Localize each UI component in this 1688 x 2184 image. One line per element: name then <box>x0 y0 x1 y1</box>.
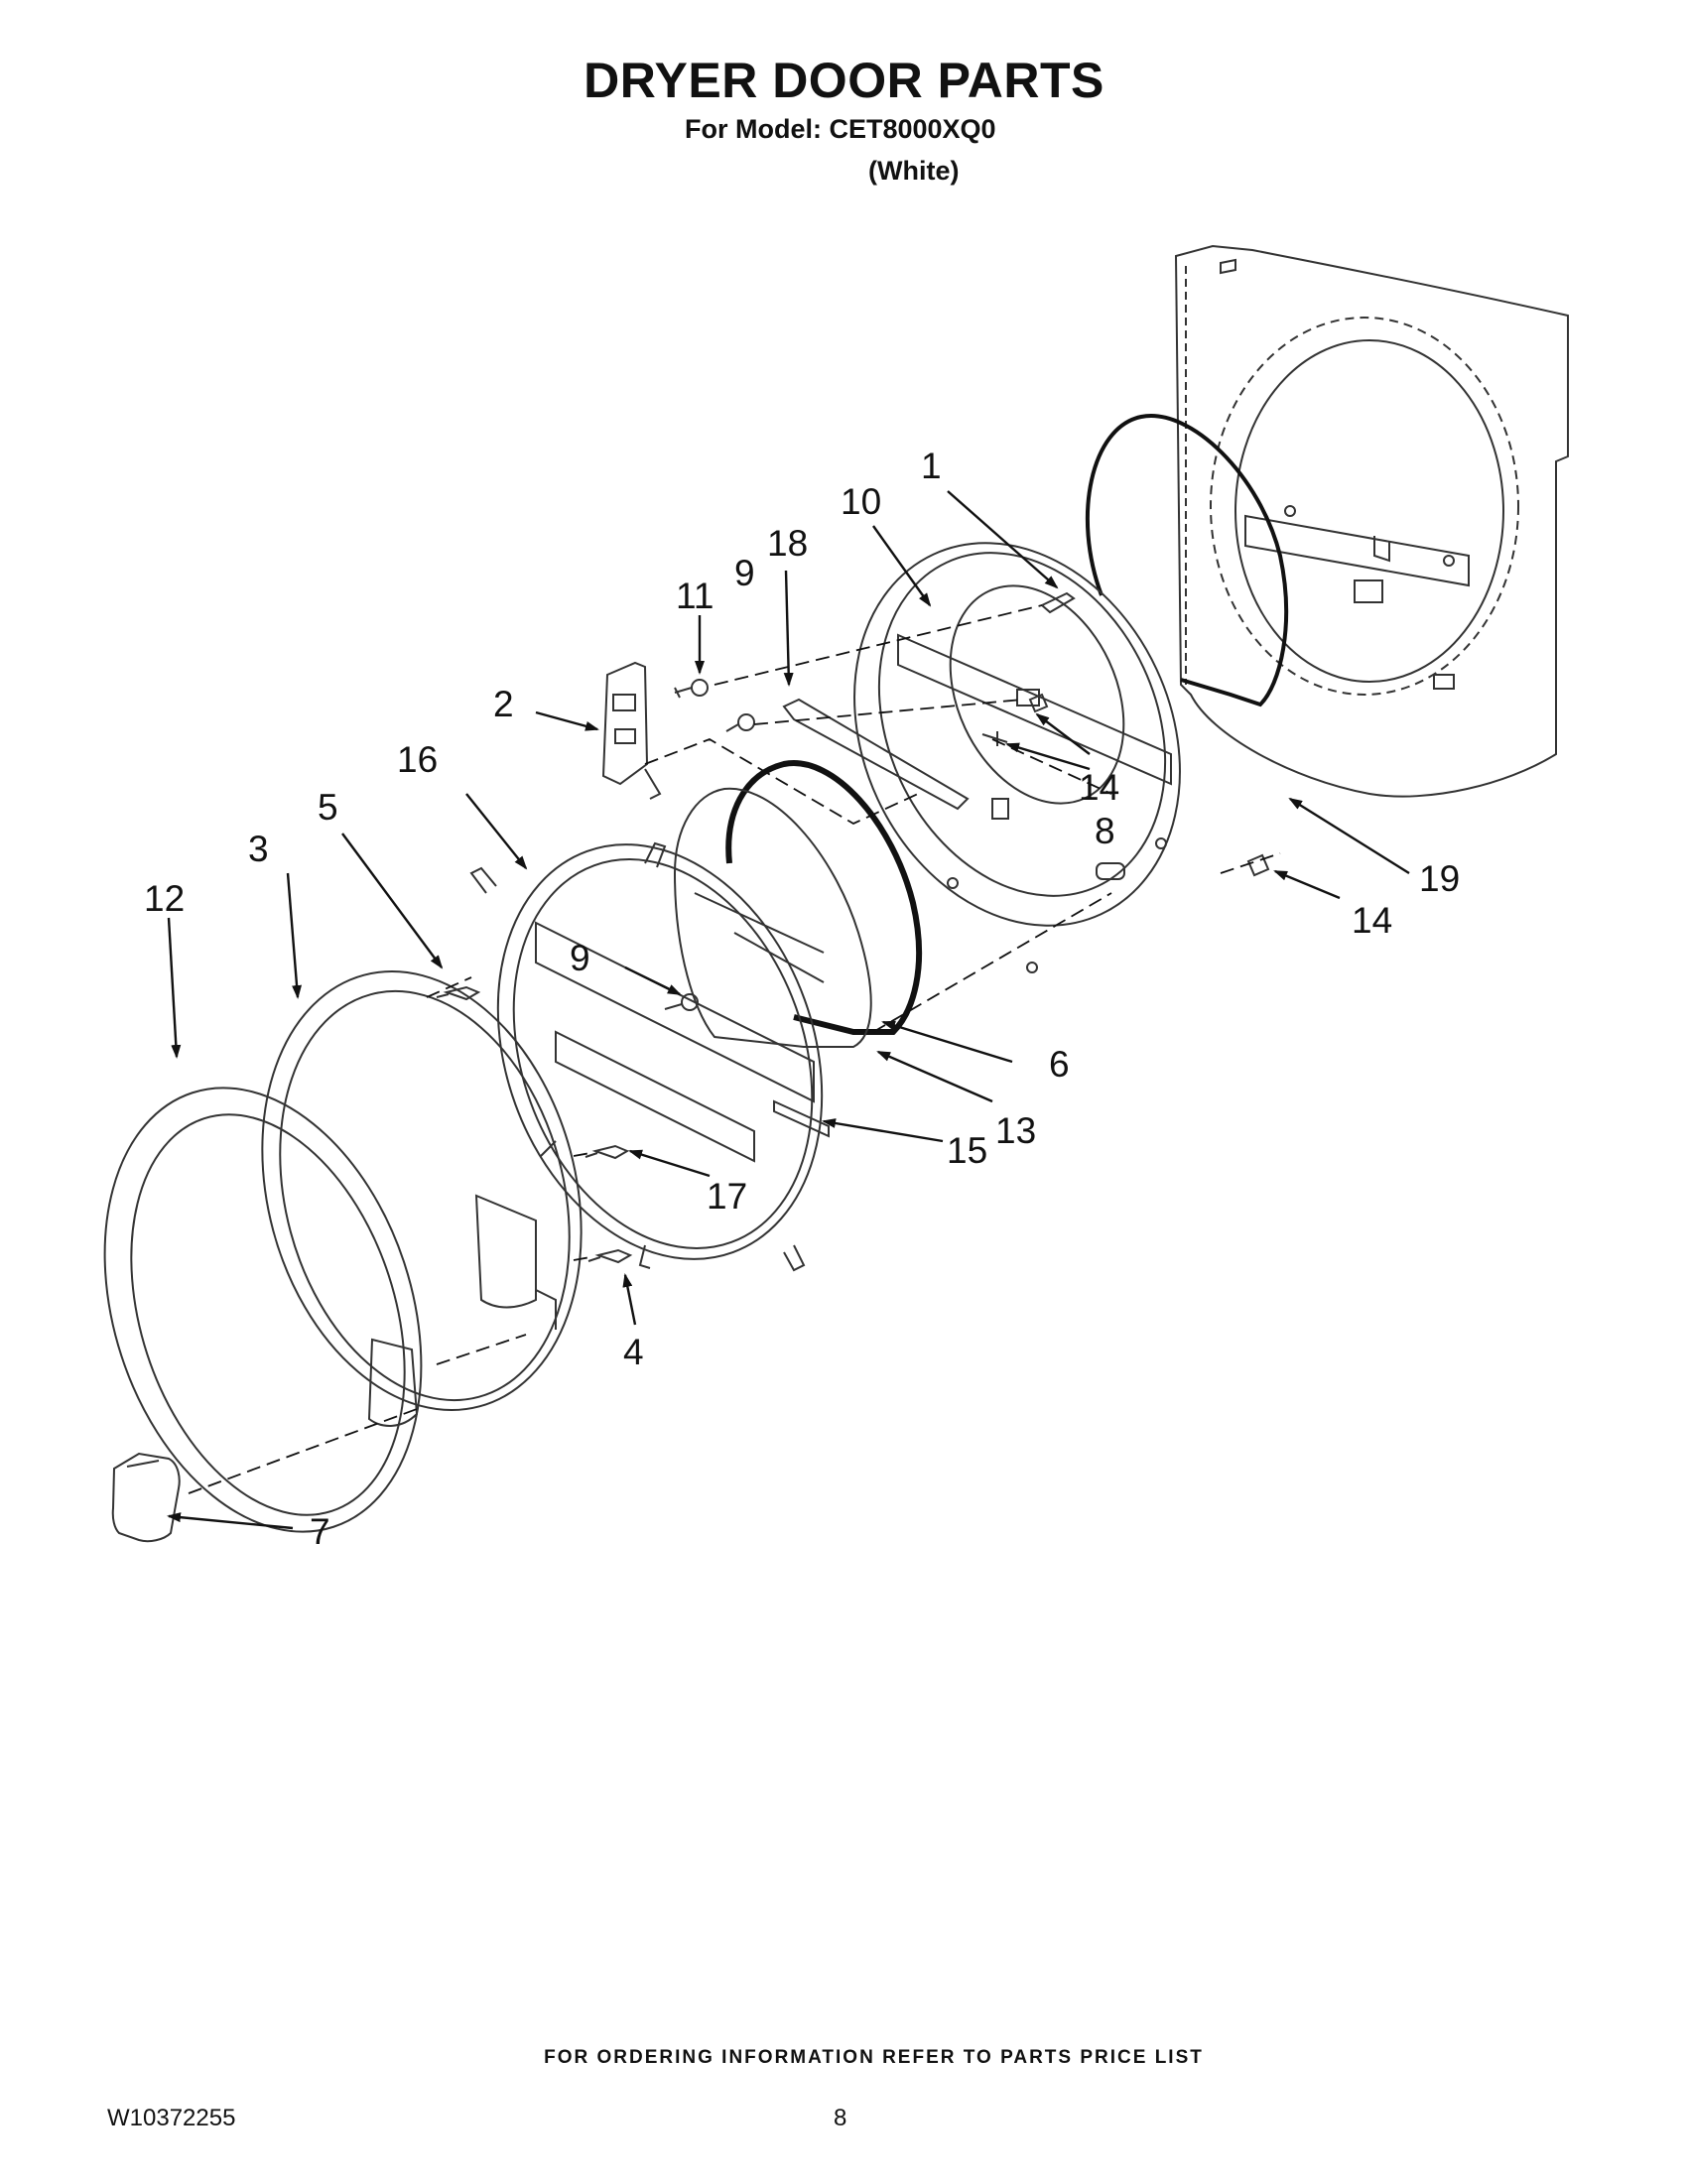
dryer-front-panel <box>1174 244 1569 798</box>
assembly-lines <box>188 604 1281 1494</box>
callout-16: 16 <box>397 739 438 780</box>
glass-gasket-part <box>725 760 923 1035</box>
fasteners-group <box>436 591 1270 1264</box>
callout-5: 5 <box>318 787 338 828</box>
callout-4: 4 <box>623 1332 644 1372</box>
callout-14-right: 14 <box>1352 900 1392 941</box>
inner-door-frame-part <box>853 542 1181 973</box>
page-title: DRYER DOOR PARTS <box>584 53 1104 108</box>
callout-18: 18 <box>767 523 808 564</box>
callout-3: 3 <box>248 829 269 869</box>
color-line: (White) <box>868 156 960 186</box>
callout-7: 7 <box>310 1511 330 1552</box>
outer-door-frame-part <box>261 969 583 1412</box>
page-number: 8 <box>834 2105 847 2131</box>
callout-19: 19 <box>1419 858 1460 899</box>
document-number: W10372255 <box>107 2105 236 2131</box>
callout-labels: 1 2 3 4 5 6 7 8 9 9 10 11 12 13 14 14 15… <box>144 446 1460 1552</box>
model-line: For Model: CET8000XQ0 <box>685 114 996 144</box>
callout-6: 6 <box>1049 1044 1070 1085</box>
ordering-note: FOR ORDERING INFORMATION REFER TO PARTS … <box>544 2047 1204 2068</box>
callout-14-upper: 14 <box>1079 767 1119 808</box>
door-liner-part <box>469 841 824 1272</box>
door-latch-assembly-part <box>601 661 662 800</box>
callout-8: 8 <box>1095 811 1115 851</box>
callout-12: 12 <box>144 878 185 919</box>
callout-11: 11 <box>676 576 714 616</box>
latch-strip-part <box>773 1099 830 1138</box>
callout-10: 10 <box>841 481 881 522</box>
callout-15: 15 <box>947 1130 987 1171</box>
callout-17: 17 <box>707 1176 747 1217</box>
leader-arrows <box>167 490 1410 1530</box>
door-gasket-part <box>1085 414 1289 707</box>
handle-cap-part <box>111 1452 181 1543</box>
callout-9-upper: 9 <box>734 553 755 593</box>
door-glass-part <box>673 787 872 1048</box>
door-trim-ring-part <box>103 1087 423 1533</box>
callout-9-lower: 9 <box>570 938 590 978</box>
callout-1: 1 <box>921 446 942 486</box>
callout-13: 13 <box>995 1110 1036 1151</box>
callout-2: 2 <box>493 684 514 724</box>
